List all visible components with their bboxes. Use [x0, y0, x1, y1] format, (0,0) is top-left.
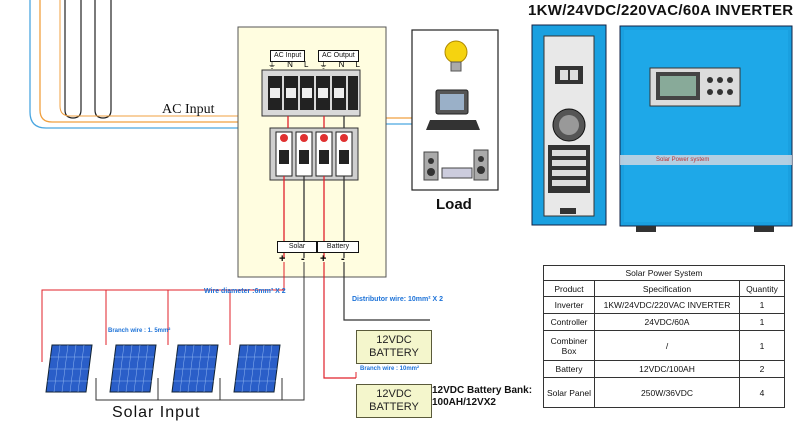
stereo-icon	[423, 149, 489, 181]
terminal-n-2: N	[338, 60, 345, 69]
load-label: Load	[436, 196, 472, 213]
terminal-n-1: N	[287, 60, 293, 69]
wire-diameter-label: Wire diameter :6mm² X 2	[204, 288, 286, 295]
spec-cell: Controller	[543, 313, 595, 331]
ac-input-label: AC Input	[162, 102, 215, 117]
spec-cell: 1	[739, 296, 785, 314]
spec-header-product: Product	[543, 280, 595, 297]
distributor-wire-label: Distributor wire: 10mm² X 2	[352, 296, 444, 303]
inverter-side-view	[531, 24, 607, 226]
terminal-l-2: L	[355, 60, 360, 69]
solar-panel-4	[233, 344, 281, 393]
inverter-title: 1KW/24VDC/220VAC/60A INVERTER	[528, 2, 794, 19]
conduit-pipes	[64, 0, 112, 119]
spec-cell: 1KW/24VDC/220VAC INVERTER	[594, 296, 740, 314]
solar-negative: -	[301, 253, 305, 265]
battery-2-line1: 12VDC	[376, 388, 412, 400]
battery-wires	[323, 262, 430, 379]
solar-input-label: Solar Input	[112, 404, 201, 421]
spec-header-specification: Specification	[594, 280, 740, 297]
solar-positive: +	[279, 253, 286, 265]
solar-wires	[41, 262, 305, 401]
battery-positive: +	[320, 253, 327, 265]
battery-bank-line2: 100AH/12VX2	[432, 397, 496, 408]
spec-cell: Solar Panel	[543, 377, 595, 408]
lightbulb-icon	[444, 40, 468, 72]
branch-wire-battery-label: Branch wire : 10mm²	[360, 366, 420, 372]
battery-1-line1: 12VDC	[376, 334, 412, 346]
battery-bank-label: 12VDC Battery Bank: 100AH/12VX2	[432, 385, 532, 409]
spec-cell: 24VDC/60A	[594, 313, 740, 331]
spec-cell: /	[594, 330, 740, 361]
solar-panel-2	[109, 344, 157, 393]
computer-icon	[426, 89, 480, 130]
spec-cell: Inverter	[543, 296, 595, 314]
ac-input-tag: AC Input	[270, 50, 306, 62]
spec-cell: Combiner Box	[543, 330, 595, 361]
solar-panel-3	[171, 344, 219, 393]
inverter-panel-text: Solar Power system	[656, 157, 710, 163]
spec-header-quantity: Quantity	[739, 280, 785, 297]
spec-cell: 4	[739, 377, 785, 408]
spec-cell: 1	[739, 313, 785, 331]
terminal-ground-1: ⏚	[268, 61, 276, 70]
spec-table-wrapper: Solar Power System Product Specification…	[543, 265, 785, 408]
inverter-front-view	[619, 25, 793, 232]
battery-bank-line1: 12VDC Battery Bank:	[432, 385, 533, 396]
terminal-ground-2: ⏚	[319, 61, 328, 70]
terminal-block	[261, 69, 361, 117]
solar-panel-1	[45, 344, 93, 393]
battery-2: 12VDC BATTERY	[356, 384, 432, 418]
battery-tag: Battery	[317, 241, 359, 253]
ac-input-wires	[29, 0, 270, 129]
battery-2-line2: BATTERY	[369, 401, 419, 413]
spec-table-caption: Solar Power System	[543, 265, 785, 281]
battery-1-line2: BATTERY	[369, 347, 419, 359]
terminal-l-1: L	[303, 60, 309, 69]
terminal-symbols: ⏚ N L ⏚ N L	[268, 60, 360, 71]
spec-cell: 1	[739, 330, 785, 361]
spec-table: Solar Power System Product Specification…	[543, 265, 785, 408]
spec-cell: Battery	[543, 360, 595, 378]
spec-cell: 2	[739, 360, 785, 378]
branch-wire-solar-label: Branch wire : 1. 5mm²	[108, 328, 171, 334]
spec-cell: 12VDC/100AH	[594, 360, 740, 378]
battery-negative: -	[341, 253, 345, 265]
ac-output-tag: AC Output	[318, 50, 359, 62]
battery-1: 12VDC BATTERY	[356, 330, 432, 364]
breakers	[269, 127, 359, 181]
solar-tag: Solar	[277, 241, 317, 253]
spec-cell: 250W/36VDC	[594, 377, 740, 408]
